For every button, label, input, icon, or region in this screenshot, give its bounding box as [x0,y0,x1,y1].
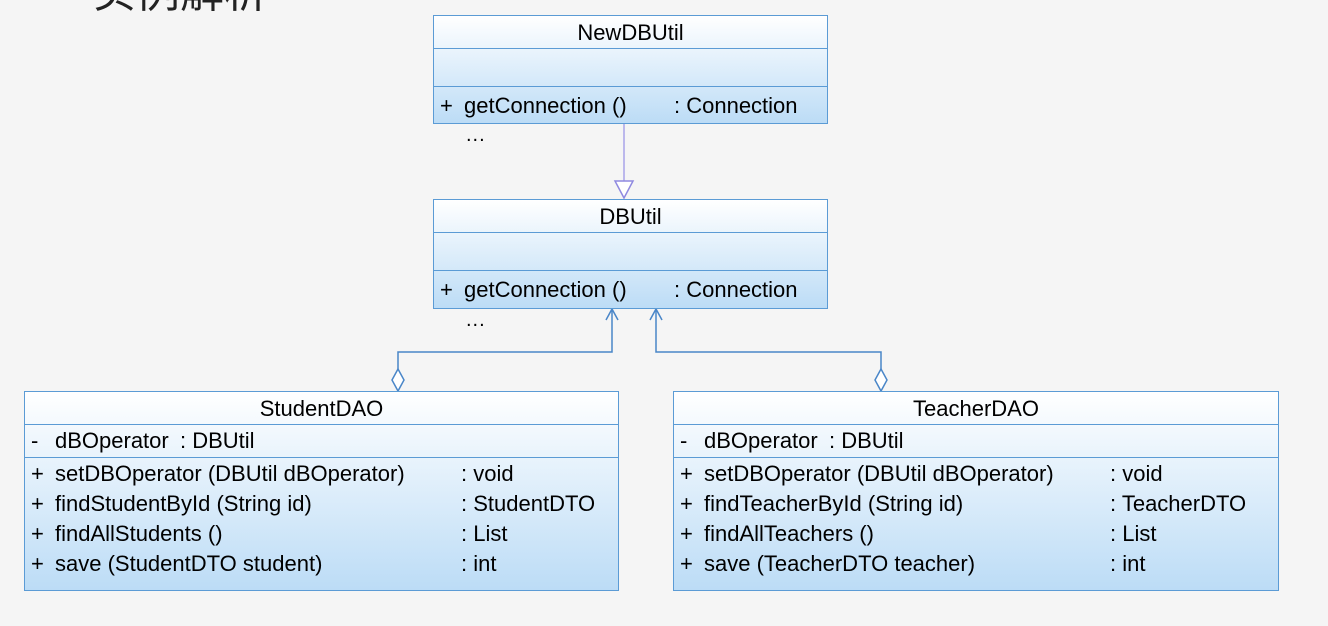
operation-signature: +findStudentById (String id) [31,491,312,516]
attributes-compartment: -dBOperator : DBUtil [674,425,1278,458]
operation-row: +findStudentById (String id) : StudentDT… [25,489,618,519]
operation-signature: +findTeacherById (String id) [680,491,964,516]
operation-row: +findAllStudents () : List [25,519,618,549]
operation-return: : void [461,461,514,486]
attribute-name: -dBOperator [680,428,818,453]
operation-row: +getConnection () : Connection [434,275,827,305]
class-name: DBUtil [434,200,827,233]
operation-signature: +getConnection () [440,277,627,302]
operation-signature: +setDBOperator (DBUtil dBOperator) [680,461,1054,486]
operations-compartment: +getConnection () : Connection [434,87,827,121]
operation-signature: +setDBOperator (DBUtil dBOperator) [31,461,405,486]
operations-compartment: +setDBOperator (DBUtil dBOperator) : voi… [25,458,618,579]
class-name: NewDBUtil [434,16,827,49]
operation-return: : List [461,521,508,546]
attribute-name: -dBOperator [31,428,169,453]
ellipsis: ... [466,309,486,331]
operations-compartment: +setDBOperator (DBUtil dBOperator) : voi… [674,458,1278,579]
class-teacherdao[interactable]: TeacherDAO -dBOperator : DBUtil +setDBOp… [673,391,1279,591]
operation-signature: +getConnection () [440,93,627,118]
class-name: StudentDAO [25,392,618,425]
operation-return: : StudentDTO [461,491,596,516]
ellipsis: ... [466,124,486,146]
attribute-row: -dBOperator : DBUtil [674,426,1278,456]
operation-signature: +findAllStudents () [31,521,223,546]
operations-compartment: +getConnection () : Connection [434,271,827,305]
operation-signature: +save (TeacherDTO teacher) [680,551,976,576]
operation-row: +findAllTeachers () : List [674,519,1278,549]
operation-return: : TeacherDTO [1110,491,1247,516]
operation-row: +findTeacherById (String id) : TeacherDT… [674,489,1278,519]
attribute-type: : DBUtil [829,428,904,453]
operation-return: : Connection [674,277,798,302]
aggregation-teacher-dbutil [649,307,888,393]
attribute-type: : DBUtil [180,428,255,453]
operation-return: : int [461,551,497,576]
class-studentdao[interactable]: StudentDAO -dBOperator : DBUtil +setDBOp… [24,391,619,591]
attributes-compartment: -dBOperator : DBUtil [25,425,618,458]
operation-row: +save (StudentDTO student) : int [25,549,618,579]
operation-signature: +findAllTeachers () [680,521,874,546]
class-name: TeacherDAO [674,392,1278,425]
generalization-arrow [613,124,635,200]
operation-row: +setDBOperator (DBUtil dBOperator) : voi… [674,459,1278,489]
operation-row: +save (TeacherDTO teacher) : int [674,549,1278,579]
operation-signature: +save (StudentDTO student) [31,551,323,576]
operation-return: : int [1110,551,1146,576]
class-dbutil[interactable]: DBUtil +getConnection () : Connection [433,199,828,309]
attributes-compartment [434,49,827,87]
class-newdbutil[interactable]: NewDBUtil +getConnection () : Connection [433,15,828,124]
slide-title: 实例解析 [92,0,268,16]
operation-row: +setDBOperator (DBUtil dBOperator) : voi… [25,459,618,489]
operation-return: : void [1110,461,1163,486]
attributes-compartment [434,233,827,271]
operation-return: : Connection [674,93,798,118]
attribute-row: -dBOperator : DBUtil [25,426,618,456]
operation-row: +getConnection () : Connection [434,91,827,121]
operation-return: : List [1110,521,1157,546]
aggregation-student-dbutil [391,307,619,393]
